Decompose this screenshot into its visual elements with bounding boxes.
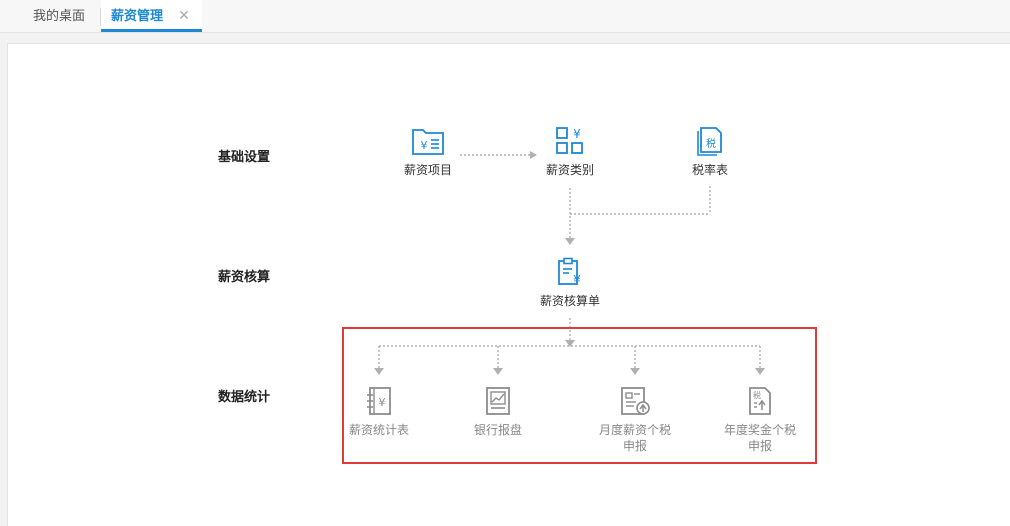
report-chart-icon [486,387,510,415]
section-basic-settings: 基础设置 [218,150,271,165]
svg-text:税: 税 [706,137,716,150]
svg-text:¥: ¥ [421,139,428,152]
document-upload-icon [621,387,650,415]
ledger-yen-icon: ¥ [367,387,391,415]
node-tax-rate-table[interactable]: 税 税率表 [670,126,750,178]
highlight-box [342,327,817,464]
category-grid-icon: ¥ [556,127,583,154]
folder-yen-icon: ¥ [412,129,444,155]
node-label: 税率表 [691,163,728,177]
node-salary-sheet[interactable]: ¥ 薪资核算单 [528,257,612,309]
arrow-head-to-annual [755,368,765,375]
tax-upload-document-icon: 税 [749,387,771,415]
node-label-line1: 年度奖金个税 [723,423,796,437]
svg-text:税: 税 [753,390,761,400]
section-data-statistics: 数据统计 [218,390,271,405]
node-label-line2: 申报 [622,439,647,453]
arrow-head-to-monthly [630,368,640,375]
arrow-head-to-sheet [565,238,575,245]
svg-text:¥: ¥ [573,127,581,141]
close-tab-icon[interactable]: ✕ [178,8,190,24]
tab-bar: 我的桌面 薪资管理 ✕ [0,0,1010,33]
arrow-head-to-stats [374,368,384,375]
node-annual-bonus-tax-declaration[interactable]: 税 年度奖金个税 申报 [715,386,805,454]
tab-salary-management[interactable]: 薪资管理 [101,0,202,32]
arrow-head-right [530,151,537,159]
node-label: 薪资统计表 [348,423,409,437]
node-label: 薪资类别 [545,163,594,177]
node-salary-category[interactable]: ¥ 薪资类别 [530,126,610,178]
node-label-line2: 申报 [747,439,772,453]
tab-my-desktop[interactable]: 我的桌面 [32,9,85,24]
node-label: 银行报盘 [473,423,522,437]
node-bank-disk[interactable]: 银行报盘 [458,386,538,438]
workflow-panel [7,43,1010,526]
svg-text:¥: ¥ [379,396,386,409]
arrow-head-to-bus [565,340,575,347]
tab-divider [100,8,101,26]
node-label: 薪资核算单 [539,294,600,308]
arrow-head-to-bank [493,368,503,375]
tax-document-icon: 税 [697,127,722,156]
node-salary-statistics[interactable]: ¥ 薪资统计表 [339,386,419,438]
node-monthly-tax-declaration[interactable]: 月度薪资个税 申报 [590,386,680,454]
svg-text:¥: ¥ [573,273,581,287]
node-salary-items[interactable]: ¥ 薪资项目 [388,126,468,178]
node-label: 薪资项目 [403,163,452,177]
clipboard-yen-icon: ¥ [558,257,581,287]
section-salary-accounting: 薪资核算 [218,270,271,285]
node-label-line1: 月度薪资个税 [598,423,671,437]
